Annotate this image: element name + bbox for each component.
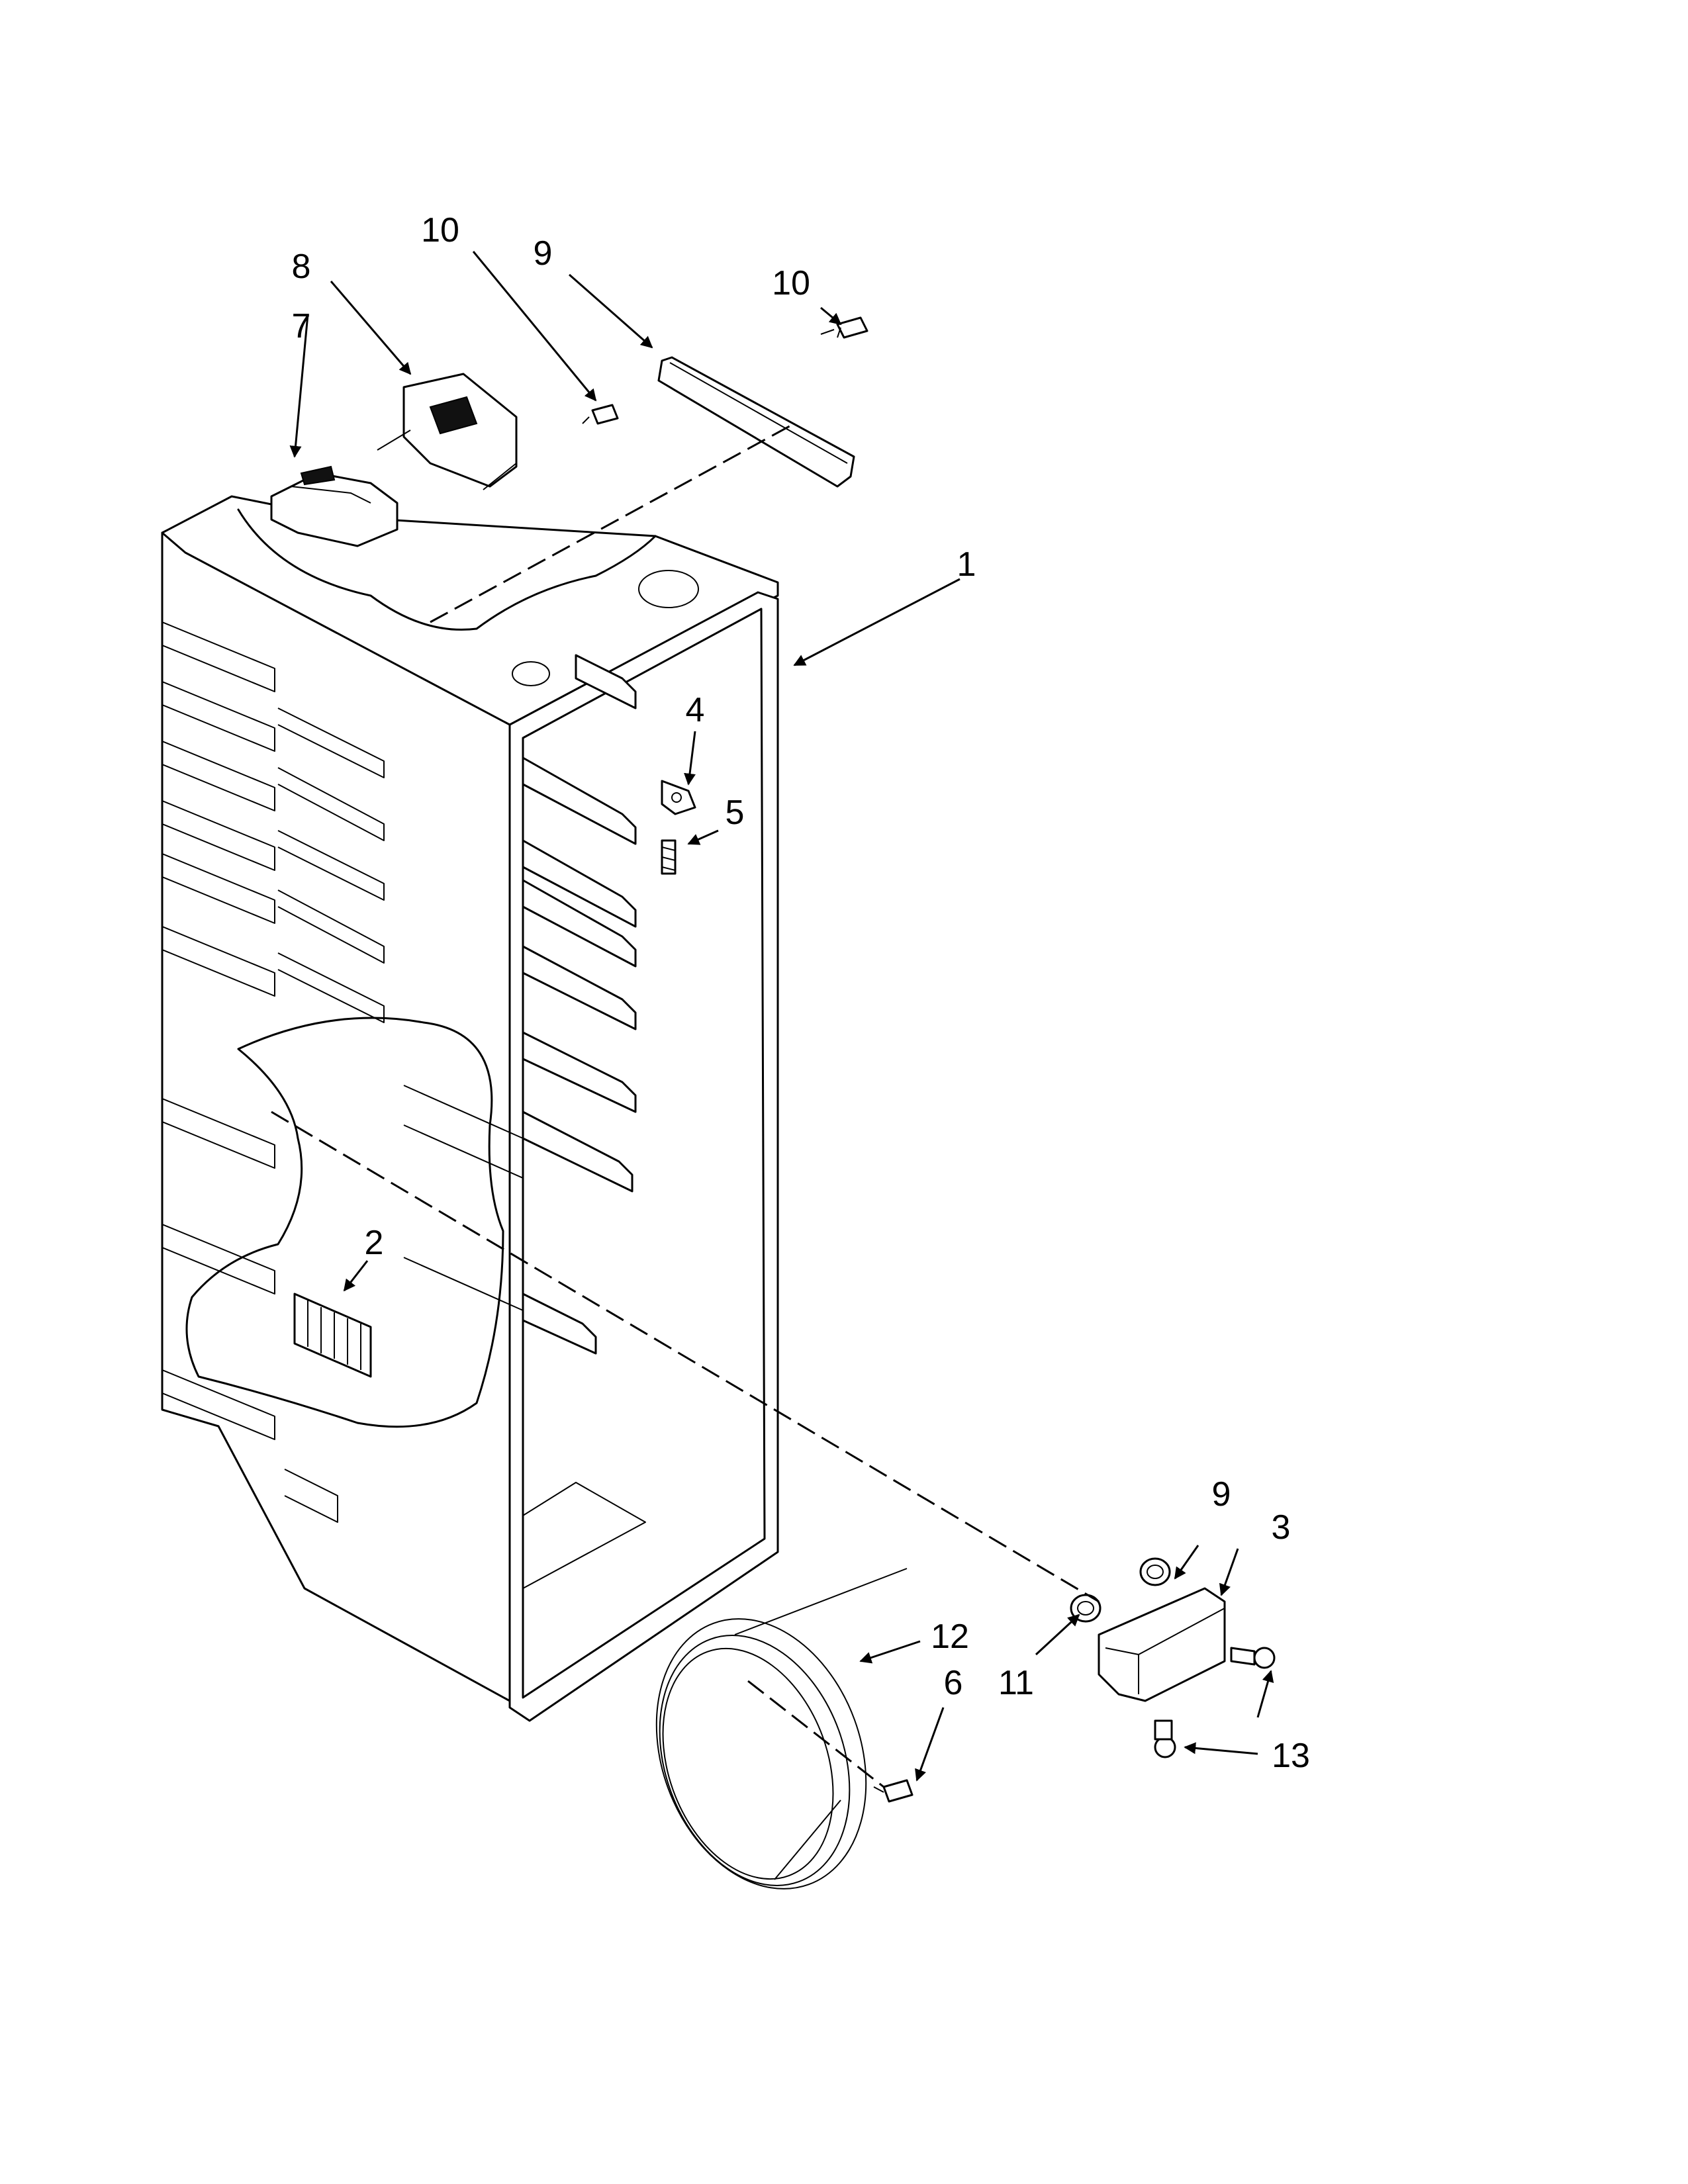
top-opening bbox=[638, 570, 699, 608]
callout-6: 6 bbox=[944, 1664, 963, 1702]
callout-9-bottom: 9 bbox=[1212, 1475, 1231, 1514]
callout-2: 2 bbox=[365, 1224, 384, 1262]
screw-part-6 bbox=[873, 1779, 914, 1803]
callout-4: 4 bbox=[686, 691, 705, 729]
screw-top-right bbox=[820, 316, 868, 339]
assembly-lines bbox=[271, 422, 1100, 1788]
callout-13: 13 bbox=[1272, 1737, 1310, 1775]
top-rail bbox=[657, 356, 855, 488]
callout-1: 1 bbox=[957, 545, 976, 584]
callout-10-left: 10 bbox=[421, 211, 459, 250]
screw-part-5 bbox=[661, 839, 677, 875]
callout-9-top: 9 bbox=[534, 234, 553, 273]
callout-7: 7 bbox=[292, 307, 311, 345]
liner-floor bbox=[522, 1482, 646, 1589]
control-bracket bbox=[377, 373, 518, 490]
top-cutaway bbox=[237, 508, 657, 631]
interior-rail-lower bbox=[403, 1257, 524, 1311]
air-vent-grille bbox=[293, 1293, 372, 1378]
leader-arrows bbox=[289, 251, 1274, 1782]
light-housing bbox=[1098, 1587, 1226, 1702]
right-wall-ribs bbox=[522, 654, 637, 1355]
callout-5: 5 bbox=[726, 794, 745, 832]
callout-labels: 1 2 3 4 5 6 7 8 9 9 10 10 11 12 13 bbox=[292, 211, 1310, 1775]
callout-12: 12 bbox=[931, 1617, 969, 1656]
liner-front-opening bbox=[522, 608, 766, 1699]
left-wall-ribs bbox=[162, 621, 385, 1523]
callout-11: 11 bbox=[998, 1664, 1034, 1702]
screw-bracket bbox=[582, 404, 619, 425]
liner-front-frame bbox=[508, 591, 779, 1722]
callout-10-right: 10 bbox=[772, 264, 810, 302]
callout-3: 3 bbox=[1272, 1508, 1291, 1547]
cabinet-liner bbox=[161, 495, 779, 1722]
interior-cutaway bbox=[185, 1017, 504, 1428]
screws-part-13 bbox=[1154, 1647, 1276, 1758]
control-housing bbox=[270, 465, 399, 547]
callout-8: 8 bbox=[292, 248, 311, 286]
interior-rails bbox=[403, 1085, 524, 1179]
clip-part-4 bbox=[661, 780, 696, 815]
liner-left-wall bbox=[161, 531, 511, 1702]
wire-harness bbox=[655, 1568, 908, 1889]
socket-part-9 bbox=[1139, 1557, 1171, 1586]
top-knob bbox=[512, 661, 550, 686]
